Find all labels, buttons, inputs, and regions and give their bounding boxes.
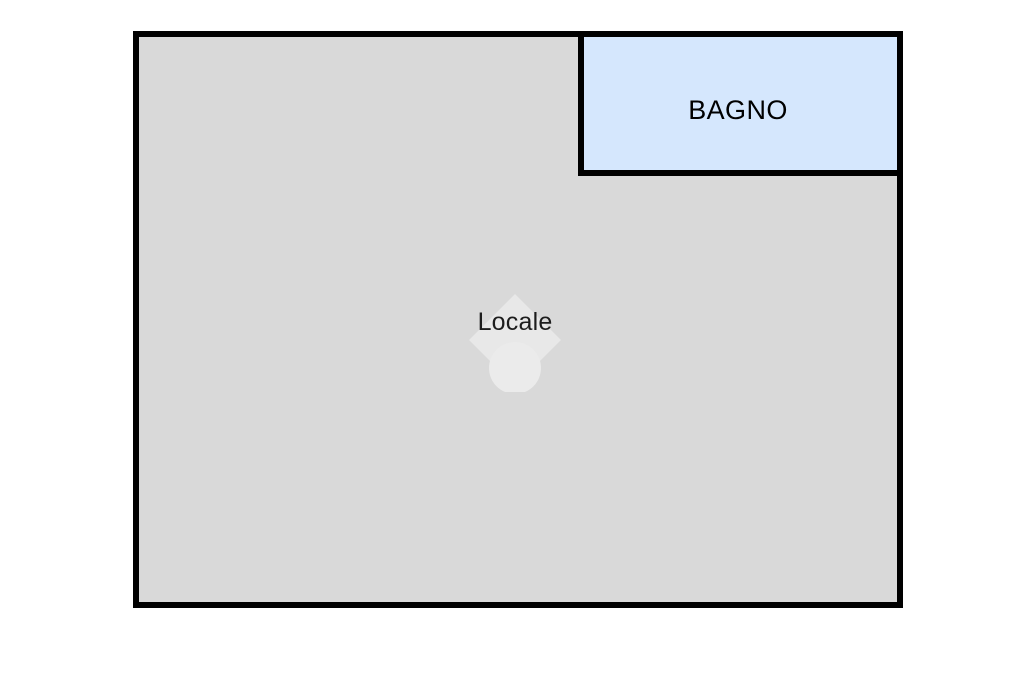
room-label-locale: Locale <box>477 308 553 336</box>
room-bagno[interactable] <box>578 31 903 176</box>
room-label-bagno: BAGNO <box>688 95 788 125</box>
